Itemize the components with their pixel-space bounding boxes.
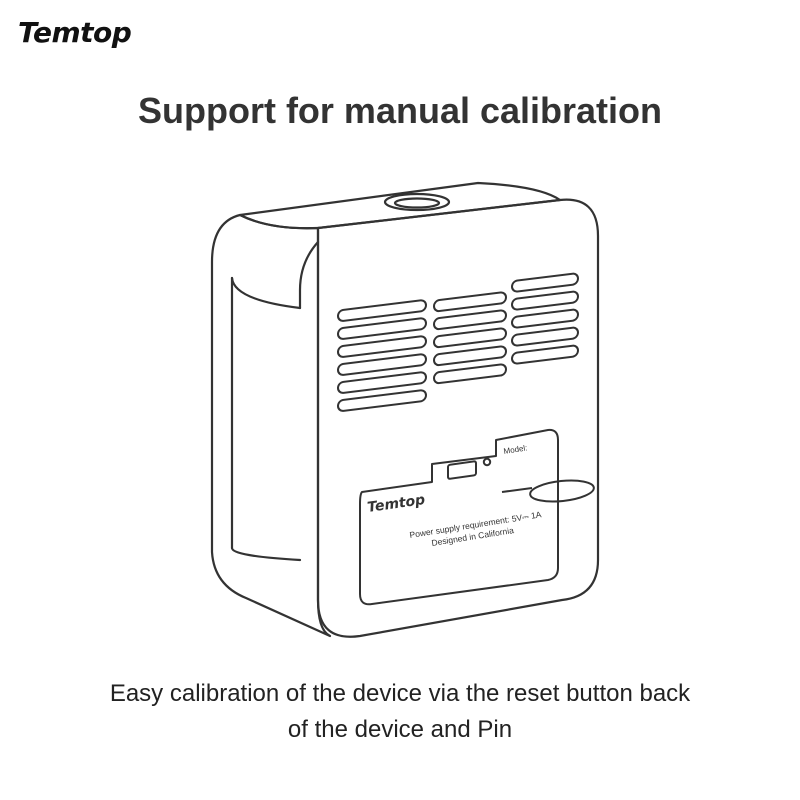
vent-slot — [337, 335, 427, 358]
device-illustration: Temtop Model: Power supply requirement: … — [210, 181, 600, 638]
model-label: Model: — [503, 443, 528, 456]
reset-button — [482, 457, 492, 467]
vent-slot — [511, 344, 579, 365]
vent-slot — [511, 308, 579, 329]
vent-slot — [433, 363, 507, 385]
vent-slot — [511, 326, 579, 347]
vent-slot — [433, 309, 507, 331]
device-top — [238, 181, 562, 230]
vent-slot — [337, 299, 427, 322]
vent-slot — [433, 345, 507, 367]
vent-slot — [337, 389, 427, 412]
usb-port — [447, 460, 477, 480]
vent-slot — [433, 327, 507, 349]
vent-slot — [433, 291, 507, 313]
brand-logo: Temtop — [18, 16, 132, 49]
caption-line-2: of the device and Pin — [287, 716, 513, 743]
vent-grille — [337, 272, 579, 412]
caption: Easy calibration of the device via the r… — [60, 676, 740, 748]
vent-slot — [337, 371, 427, 394]
caption-line-1: Easy calibration of the device via the r… — [109, 680, 691, 707]
vent-slot — [337, 353, 427, 376]
sim-pin — [501, 479, 595, 503]
top-hole — [383, 192, 451, 212]
device-side — [210, 213, 332, 638]
label-panel — [359, 428, 559, 606]
vent-slot — [511, 290, 579, 311]
vent-slot — [337, 317, 427, 340]
page-headline: Support for manual calibration — [137, 90, 663, 131]
vent-slot — [511, 272, 579, 293]
